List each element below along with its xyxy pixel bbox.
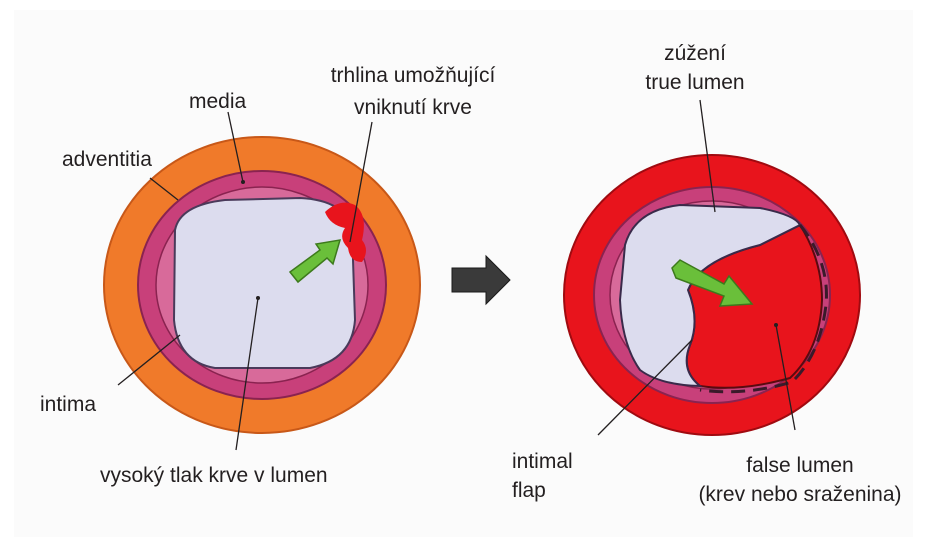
label-false-lumen-line2: (krev nebo sraženina) <box>690 482 910 508</box>
label-false-lumen-line1: false lumen <box>690 453 910 479</box>
label-narrowing-line2: true lumen <box>620 70 770 96</box>
label-intima: intima <box>40 392 96 418</box>
label-tear-line2: vniknutí krve <box>318 95 508 121</box>
label-tear-line1: trhlina umožňující <box>318 63 508 89</box>
label-flap-line1: intimal <box>512 449 573 475</box>
label-lumen: vysoký tlak krve v lumen <box>100 463 328 489</box>
left-lumen <box>174 198 355 368</box>
label-narrowing-line1: zúžení <box>620 41 770 67</box>
label-adventitia: adventitia <box>62 147 152 173</box>
right-vessel <box>564 100 860 435</box>
label-media: media <box>189 89 246 115</box>
label-flap-line2: flap <box>512 478 546 504</box>
transition-arrow <box>452 256 510 304</box>
